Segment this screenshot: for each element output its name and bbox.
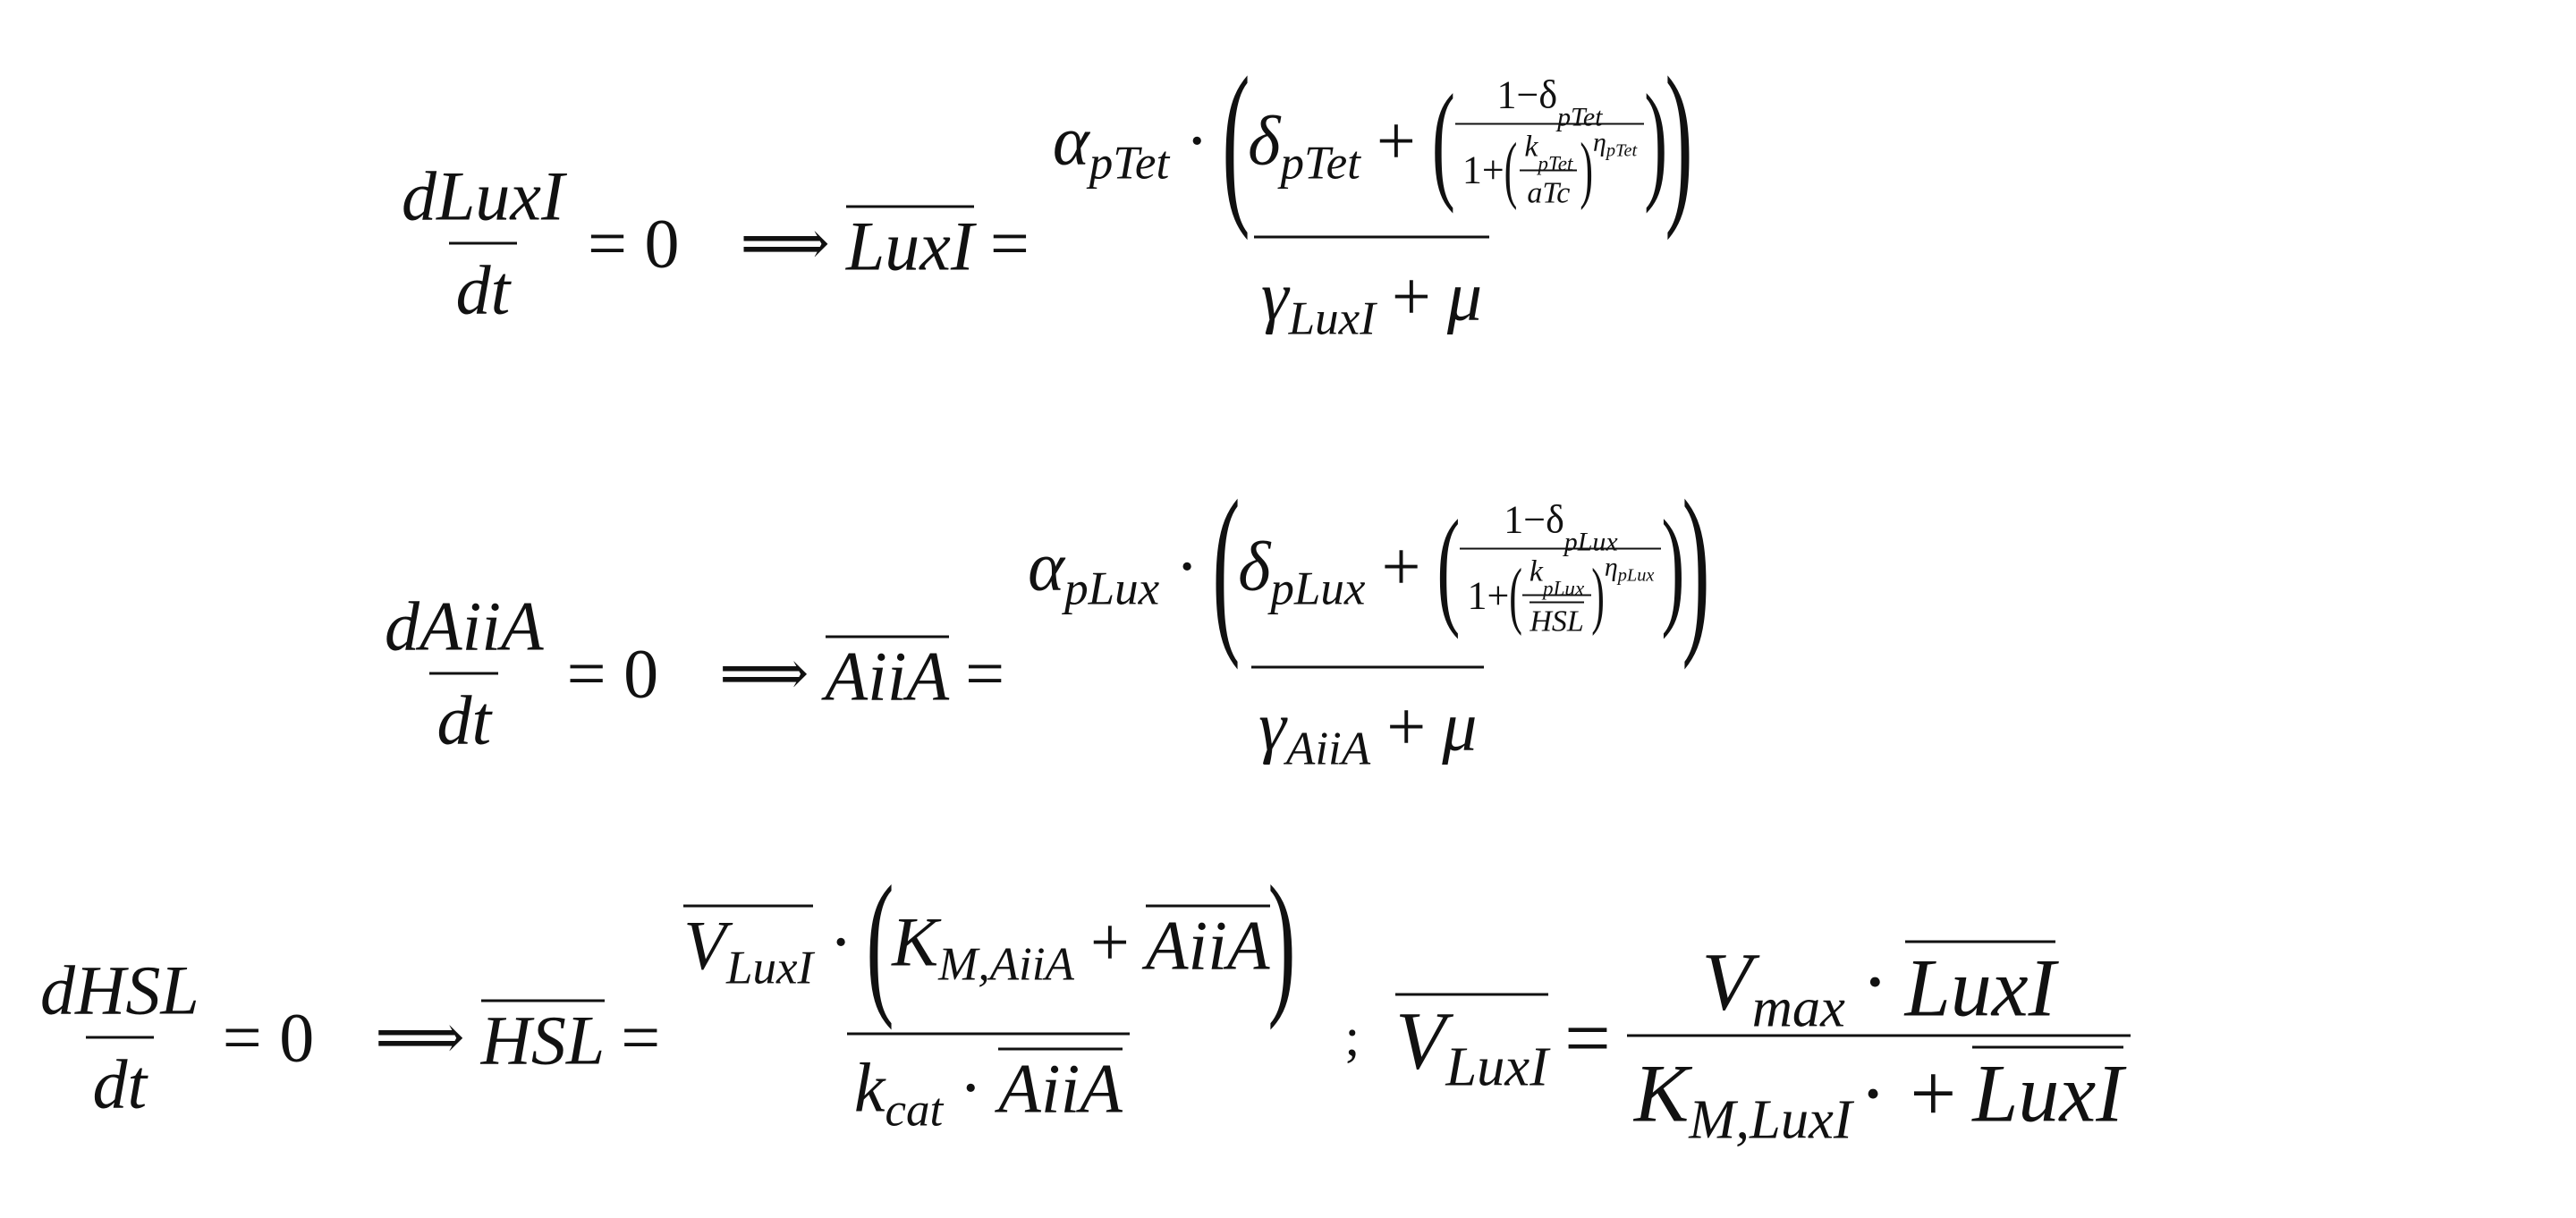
gamma-term: γLuxI [1260, 257, 1376, 345]
steady-state-variable: LuxI [845, 205, 974, 285]
dot-operator: · [959, 1048, 983, 1127]
separator: ; [1344, 1007, 1360, 1067]
lhs-derivative: dLuxI dt [394, 156, 572, 331]
plus-operator: + [1391, 257, 1431, 335]
michaelis-menten-fraction: Vmax · LuxI KM,LuxI · + LuxI [1626, 935, 2131, 1151]
derivative-denominator: dt [85, 1036, 155, 1125]
steady-state-variable: AiiA [825, 635, 950, 715]
left-paren: ( [1504, 127, 1518, 211]
equation-hsl-steady-state: dHSL dt = 0 ⟹ HSL = VLuxI · ( KM,AiiA + … [33, 858, 2131, 1218]
equals-sign: = [1564, 992, 1611, 1083]
left-paren: ( [1436, 491, 1461, 640]
v-luxi-definition: VLuxI [1395, 993, 1549, 1098]
left-paren: ( [866, 851, 894, 1031]
equation-aiia-steady-state: dAiiA dt = 0 ⟹ AiiA = αpLux · ( δpLux + … [377, 460, 1715, 875]
right-paren: ) [1661, 491, 1685, 640]
plus-operator: + [1089, 902, 1130, 981]
implies-arrow: ⟹ [719, 639, 809, 709]
delta-term: δpTet [1248, 101, 1360, 190]
aiia-term: AiiA [998, 1047, 1123, 1128]
plus-operator: + [1376, 101, 1416, 180]
plus-operator: + [1910, 1047, 1957, 1139]
inducer: aTc [1520, 169, 1578, 210]
right-paren: ) [1591, 553, 1605, 637]
dot-operator: · [1175, 527, 1199, 605]
left-paren: ( [1212, 460, 1241, 671]
implies-arrow: ⟹ [740, 209, 830, 279]
right-paren: ) [1580, 127, 1594, 211]
right-paren: ) [1644, 65, 1668, 215]
equals-sign: = [965, 634, 1005, 712]
hill-numerator: 1−δ [1504, 497, 1564, 541]
km-luxi-term: KM,LuxI [1633, 1047, 1852, 1151]
inducer: HSL [1530, 601, 1584, 637]
derivative-denominator: dt [429, 672, 499, 761]
equals-sign: = [989, 204, 1030, 282]
aiia-term: AiiA [1145, 904, 1270, 984]
lhs-derivative: dAiiA dt [377, 587, 551, 761]
kcat-term: kcat [853, 1048, 944, 1137]
plus-operator: + [1386, 687, 1427, 765]
dot-operator: · [829, 902, 853, 981]
left-paren: ( [1431, 65, 1455, 215]
one-plus: 1+ [1467, 573, 1510, 618]
dot-operator: · [1185, 101, 1209, 180]
luxi-term: LuxI [1972, 1045, 2123, 1139]
right-paren: ) [1682, 460, 1710, 671]
alpha-term: αpLux [1028, 527, 1160, 615]
dot-operator: · [1860, 935, 1889, 1028]
equation-luxi-steady-state: dLuxI dt = 0 ⟹ LuxI = αpTet · ( δpTet + … [394, 38, 1698, 436]
gamma-term: γAiiA [1258, 687, 1371, 775]
mu-term: μ [1446, 257, 1483, 335]
derivative-numerator: dHSL [40, 951, 199, 1029]
implies-arrow: ⟹ [375, 1003, 465, 1073]
hill-exponent: ηpTet [1593, 127, 1638, 161]
vmax-term: Vmax [1701, 935, 1845, 1039]
left-paren: ( [1509, 553, 1522, 637]
equals-sign: = [621, 998, 661, 1076]
v-luxi-term: VLuxI [683, 904, 814, 994]
equals-zero: = 0 [566, 634, 659, 712]
km-aiia-term: KM,AiiA [892, 902, 1074, 991]
steady-state-variable: HSL [480, 999, 606, 1079]
right-paren: ) [1267, 851, 1296, 1031]
left-paren: ( [1222, 38, 1250, 241]
lhs-derivative: dHSL dt [33, 951, 207, 1125]
dot-operator: · [1859, 1047, 1887, 1139]
derivative-numerator: dAiiA [385, 587, 544, 665]
equals-zero: = 0 [222, 998, 315, 1076]
hill-exponent: ηpLux [1604, 552, 1655, 586]
alpha-term: αpTet [1052, 101, 1170, 190]
derivative-denominator: dt [448, 241, 518, 331]
mu-term: μ [1442, 687, 1478, 765]
derivative-numerator: dLuxI [402, 156, 564, 235]
delta-term: δpLux [1238, 527, 1366, 615]
luxi-term: LuxI [1904, 940, 2056, 1034]
hsl-fraction: VLuxI · ( KM,AiiA + AiiA ) kcat · AiiA [676, 858, 1300, 1218]
one-plus: 1+ [1462, 148, 1504, 192]
equals-zero: = 0 [587, 204, 680, 282]
right-paren: ) [1665, 38, 1693, 241]
hill-numerator: 1−δ [1496, 72, 1558, 116]
plus-operator: + [1381, 527, 1421, 605]
